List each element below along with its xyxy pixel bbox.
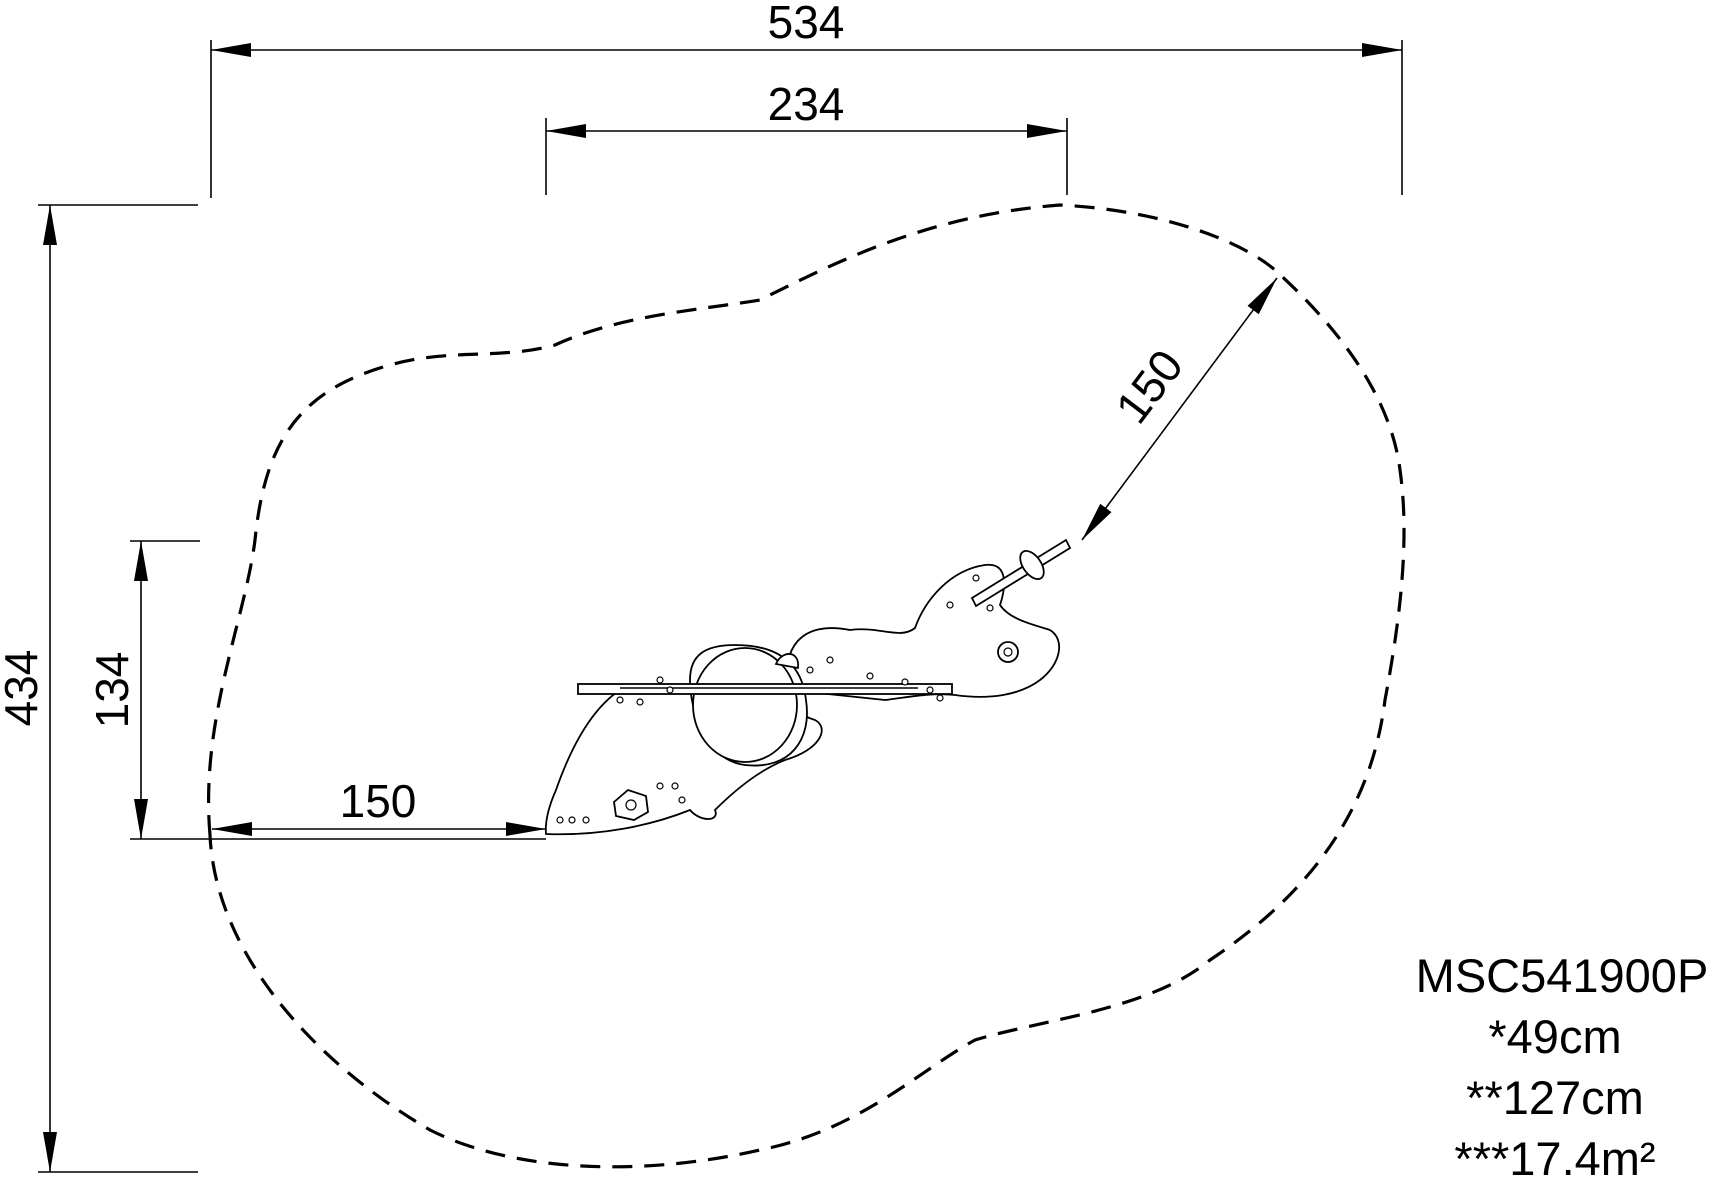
- dim-label-434: 434: [0, 650, 47, 727]
- product-code: MSC541900P: [1416, 949, 1709, 1002]
- footrest-hexagon-center: [625, 799, 637, 811]
- safety-zone-outline: [206, 203, 1406, 1169]
- central-beam: [577, 683, 953, 695]
- dim-label-150-left: 150: [340, 775, 417, 827]
- dim-label-234: 234: [768, 78, 845, 130]
- safety-area: ***17.4m²: [1454, 1132, 1655, 1184]
- upper-wing-button-inner: [1003, 647, 1013, 657]
- dim-label-134: 134: [86, 652, 138, 729]
- bolt-holes: [556, 574, 994, 824]
- dim-label-150-diagonal: 150: [1105, 340, 1193, 433]
- center-ring-inner: [692, 647, 798, 763]
- dim-line-150-diagonal: [1081, 277, 1278, 541]
- handle-grip: [1019, 550, 1045, 580]
- equipment-butterfly-seesaw: [544, 538, 1072, 836]
- free-fall-height: *49cm: [1488, 1010, 1621, 1063]
- dim-label-534: 534: [768, 0, 845, 48]
- seat-clamp: [774, 653, 799, 670]
- product-info: MSC541900P *49cm **127cm ***17.4m²: [1416, 949, 1709, 1184]
- upper-wing: [786, 564, 1060, 701]
- free-height: **127cm: [1466, 1071, 1644, 1124]
